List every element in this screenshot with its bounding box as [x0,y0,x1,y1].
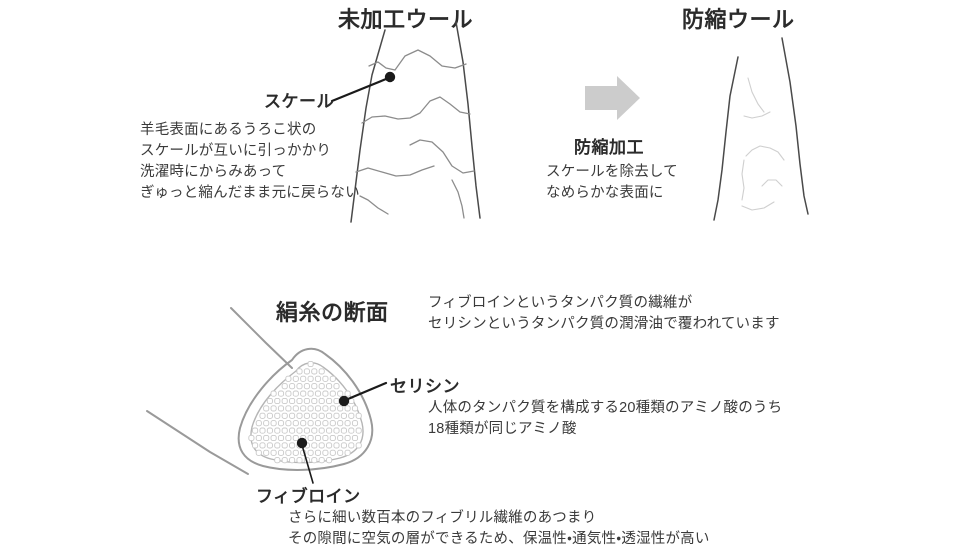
untreated-wool-description-line-1: 羊毛表面にあるうろこ状の [140,122,317,138]
fibroin-description-line-2: その隙間に空気の層ができるため、保温性・通気性・透湿性が高い [288,531,710,547]
scale-callout-label: スケール [264,92,334,111]
fibroin-callout-leader [296,437,314,484]
treated-wool-heading: 防縮ウール [682,7,795,32]
arrow-right-icon [585,76,640,120]
sericin-layer [237,347,374,471]
shrink-proof-process-label: 防縮加工 [574,138,644,157]
untreated-wool-description-line-3: 洗濯時にからみあって [140,164,287,180]
fibroin-description: さらに細い数百本のフィブリル繊維のあつまり その隙間に空気の層ができるため、保温… [288,508,710,550]
fibroin-description-line-1: さらに細い数百本のフィブリル繊維のあつまり [288,510,597,526]
untreated-wool-description: 羊毛表面にあるうろこ状の スケールが互いに引っかかり 洗濯時にからみあって ぎゅ… [140,120,360,204]
sericin-callout-dot [338,395,350,407]
sericin-callout-leader [338,381,388,407]
untreated-wool-description-line-4: ぎゅっと縮んだまま元に戻らない [140,185,360,201]
shrink-proof-process-line-1: スケールを除去して [546,164,678,180]
sericin-description-line-1: 人体のタンパク質を構成する20種類のアミノ酸のうち [428,400,783,416]
shrink-proof-process-description: スケールを除去して なめらかな表面に [546,162,678,204]
shrink-proof-process-line-2: なめらかな表面に [546,185,664,201]
silk-fiber-lines [146,307,293,475]
sericin-label: セリシン [390,377,460,396]
sericin-description: 人体のタンパク質を構成する20種類のアミノ酸のうち 18種類が同じアミノ酸 [428,398,782,440]
silk-intro-description: フィブロインというタンパク質の繊維が セリシンというタンパク質の潤滑油で覆われて… [428,293,780,335]
silk-intro-line-2: セリシンというタンパク質の潤滑油で覆われています [428,316,780,332]
fibroin-label: フィブロイン [256,487,361,506]
untreated-wool-heading: 未加工ウール [338,7,474,32]
wool-fiber-treated [713,37,809,221]
wool-fiber-untreated [350,21,481,223]
untreated-wool-description-line-2: スケールが互いに引っかかり [140,143,332,159]
silk-cross-section-heading: 絹糸の断面 [276,300,389,325]
fibroin-callout-dot [296,437,308,449]
fibroin-layer [248,360,364,464]
scale-callout-dot [384,71,396,83]
fibril-cells [248,360,362,464]
scale-callout-leader [330,71,396,103]
sericin-description-line-2: 18種類が同じアミノ酸 [428,421,577,437]
silk-intro-line-1: フィブロインというタンパク質の繊維が [428,295,693,311]
